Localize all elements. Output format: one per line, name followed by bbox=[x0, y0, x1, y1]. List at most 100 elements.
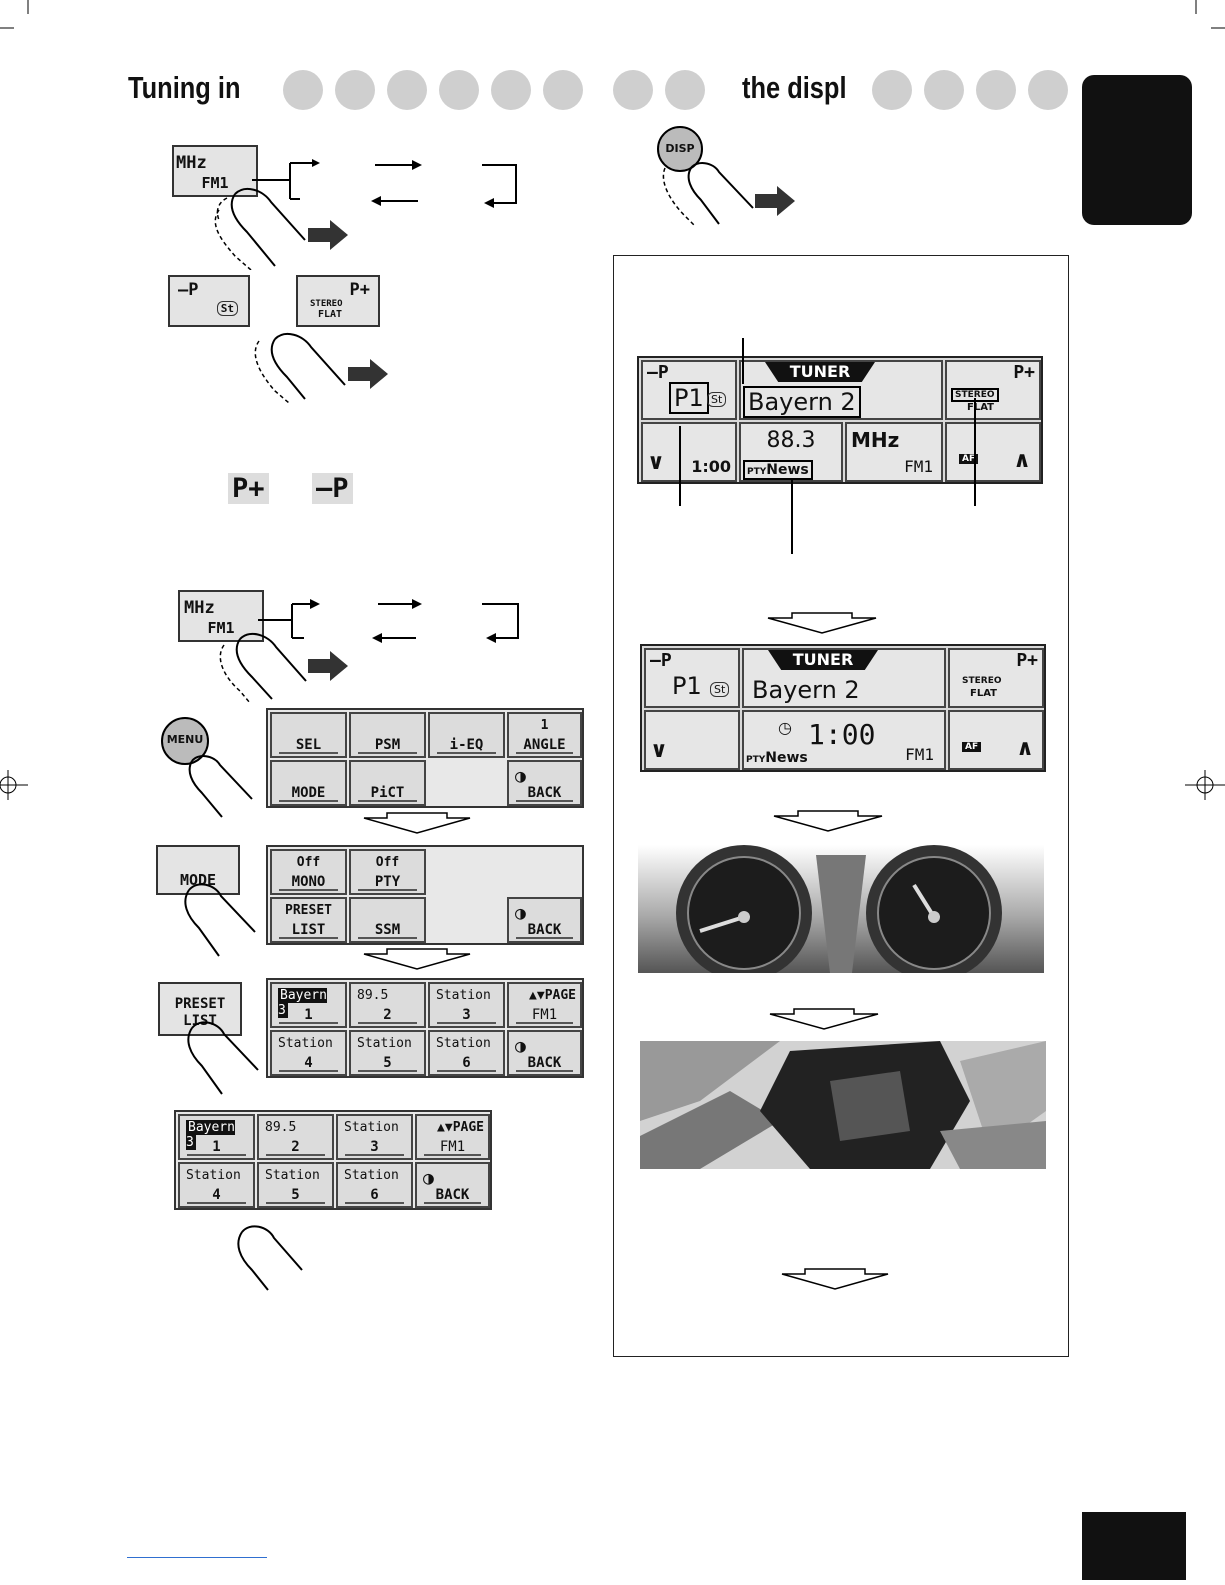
tuner2-clock-panel: ◷ 1:00 PTYNews FM1 bbox=[742, 710, 946, 770]
menu-item-back[interactable]: ◑ BACK bbox=[507, 760, 582, 806]
band-button[interactable]: MHz FM1 bbox=[172, 145, 258, 197]
preset-list-button[interactable]: PRESET LIST bbox=[158, 982, 242, 1036]
mode-item-ssm[interactable]: SSM bbox=[349, 897, 426, 943]
flat-label: FLAT bbox=[967, 402, 994, 413]
menu-item-mode[interactable]: MODE bbox=[270, 760, 347, 806]
page-title-left: Tuning in bbox=[128, 70, 241, 105]
stereo-label: STEREO bbox=[962, 676, 1002, 686]
pty-value: News bbox=[765, 750, 808, 766]
stereo-badge: St bbox=[216, 301, 238, 316]
preset2-item-page[interactable]: ▲▼PAGE FM1 bbox=[415, 1114, 490, 1160]
tuner-station-panel: TUNER Bayern 2 bbox=[739, 360, 943, 420]
header-dot bbox=[665, 70, 705, 110]
tuner2-preset-down[interactable]: –P P1 St bbox=[644, 648, 740, 708]
finger-press-icon bbox=[187, 1021, 259, 1095]
disp-button[interactable]: DISP bbox=[665, 142, 695, 155]
menu-item-psm[interactable]: PSM bbox=[349, 712, 426, 758]
mode-item-back[interactable]: ◑ BACK bbox=[507, 897, 582, 943]
tuner-seek-up[interactable]: AF ∧ bbox=[945, 422, 1041, 482]
inline-preset-up-icon: P+ bbox=[228, 473, 269, 504]
down-arrow-icon bbox=[773, 810, 883, 832]
page-arrows-icon: ▲▼ bbox=[437, 1120, 453, 1135]
preset-item-back[interactable]: ◑ BACK bbox=[507, 1030, 582, 1076]
pty-box: PTYNews bbox=[743, 460, 813, 480]
preset-item-page[interactable]: ▲▼PAGE FM1 bbox=[507, 982, 582, 1028]
preset2-item-back[interactable]: ◑ BACK bbox=[415, 1162, 490, 1208]
tuner-preset-down[interactable]: –P P1 St bbox=[641, 360, 737, 420]
menu-item-ieq[interactable]: i-EQ bbox=[428, 712, 505, 758]
down-arrow-icon bbox=[363, 812, 471, 834]
callout-lines bbox=[679, 338, 976, 554]
disp-button-press bbox=[657, 126, 795, 227]
timer-icon: ◑ bbox=[515, 1036, 526, 1057]
clock-icon: ◷ bbox=[778, 718, 792, 737]
pty-box: PTYNews bbox=[746, 750, 808, 766]
station-name: Bayern 2 bbox=[743, 386, 861, 418]
page-arrows-icon: ▲▼ bbox=[529, 988, 545, 1003]
clock: 1:00 bbox=[808, 718, 876, 751]
chevron-up-icon: ∧ bbox=[1013, 448, 1031, 473]
header-dot bbox=[491, 70, 531, 110]
menu-button[interactable]: MENU bbox=[166, 733, 204, 746]
page-number-box bbox=[1082, 1512, 1186, 1580]
finger-press-icon bbox=[237, 1225, 303, 1291]
finger-press-icon bbox=[214, 187, 348, 270]
gauges-animation-image bbox=[638, 845, 1044, 973]
tuner-band-panel[interactable]: MHz FM1 bbox=[845, 422, 943, 482]
finger-press-icon bbox=[184, 883, 256, 957]
menu-item-sel[interactable]: SEL bbox=[270, 712, 347, 758]
preset-down-button[interactable]: –P St bbox=[168, 275, 250, 327]
tuner-preset-up[interactable]: P+ STEREO FLAT bbox=[945, 360, 1041, 420]
tuner2-preset-up[interactable]: P+ STEREO FLAT bbox=[948, 648, 1044, 708]
header-dot bbox=[976, 70, 1016, 110]
preset-up-button[interactable]: P+ STEREO FLAT bbox=[296, 275, 380, 327]
preset-minus-label: –P bbox=[647, 362, 669, 383]
header-dot bbox=[872, 70, 912, 110]
tuner2-seek-up[interactable]: AF ∧ bbox=[948, 710, 1044, 770]
footer-rule bbox=[127, 1557, 267, 1558]
preset-list-line1: PRESET bbox=[174, 996, 226, 1012]
tuner-screen-2: –P P1 St TUNER Bayern 2 P+ STEREO FLAT ∨… bbox=[640, 644, 1046, 772]
band-unit-2: MHz bbox=[184, 598, 215, 618]
tuner-seek-down[interactable]: ∨ 1:00 bbox=[641, 422, 737, 482]
band-button-2[interactable]: MHz FM1 bbox=[178, 590, 264, 642]
preset-number: P1 bbox=[669, 382, 709, 414]
down-arrow-icon bbox=[781, 1268, 889, 1290]
band-label: FM1 bbox=[905, 745, 934, 764]
down-arrow-icon bbox=[767, 612, 877, 634]
menu-button-press bbox=[161, 717, 253, 818]
pty-tag: PTY bbox=[747, 467, 767, 477]
band-cycle-diagram bbox=[252, 159, 517, 208]
timer-icon: ◑ bbox=[515, 903, 526, 924]
band-label: FM1 bbox=[201, 174, 229, 192]
header-dot bbox=[283, 70, 323, 110]
header-dot bbox=[1028, 70, 1068, 110]
tuner2-seek-down[interactable]: ∨ bbox=[644, 710, 740, 770]
frequency-unit: MHz bbox=[851, 428, 900, 452]
down-arrow-icon bbox=[769, 1008, 879, 1030]
photo-animation-image bbox=[640, 1041, 1046, 1169]
registration-mark-left bbox=[0, 770, 28, 800]
band-unit: MHz bbox=[176, 153, 207, 173]
mode-button[interactable]: MODE bbox=[156, 845, 240, 895]
stereo-label: STEREO bbox=[310, 299, 343, 309]
menu-item-pict[interactable]: PiCT bbox=[349, 760, 426, 806]
flat-label: FLAT bbox=[318, 309, 343, 320]
tuner-title-badge bbox=[768, 650, 878, 670]
